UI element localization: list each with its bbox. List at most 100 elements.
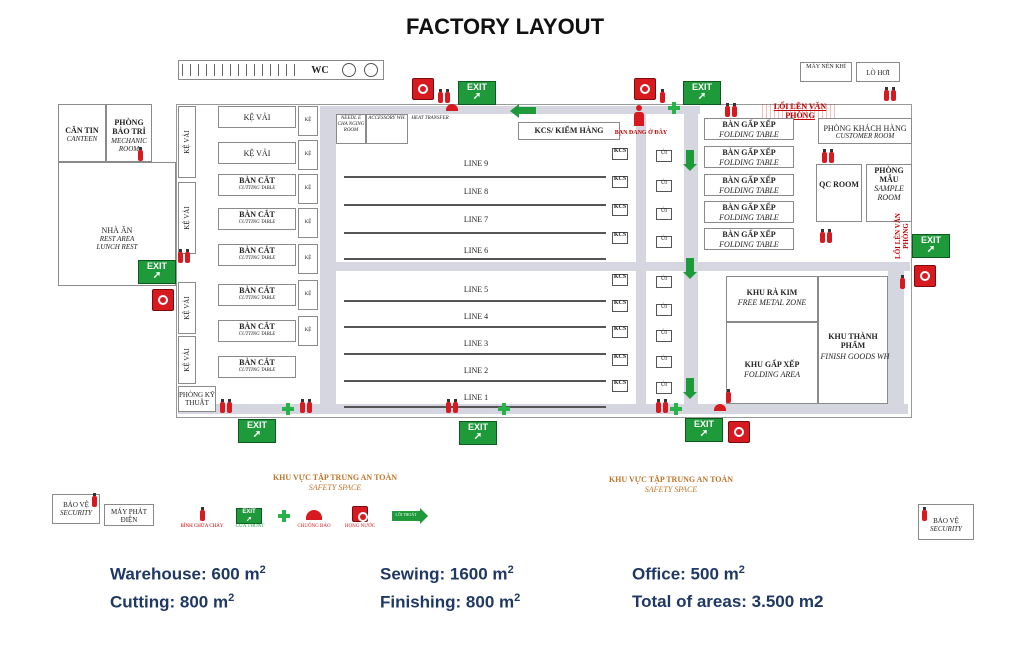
exit-sign: EXIT➚ — [683, 81, 721, 105]
security-en-label: SECURITY — [930, 525, 962, 533]
free-metal-zone — [726, 276, 818, 322]
exit-arrow-icon: ➚ — [926, 244, 936, 255]
ironing-label: ỦI — [660, 208, 668, 214]
customer-room-en-label: CUSTOMER ROOM — [835, 132, 895, 140]
sewing-lines-container: LINE 9 LINE 8 LINE 7 LINE 6 LINE 5 LINE … — [336, 150, 616, 410]
stat-total: Total of areas: 3.500 m2 — [632, 592, 824, 612]
shelf-label: KỆ — [304, 220, 312, 225]
ironing-station — [656, 330, 672, 342]
cutting-table-en-label: CUTTING TABLE — [238, 332, 276, 337]
ironing-station — [656, 356, 672, 368]
aisle-vertical-kcs — [636, 106, 646, 406]
cutting-table — [218, 356, 296, 378]
folding-table-en-label: FOLDING TABLE — [719, 130, 779, 139]
exit-arrow-icon: ➚ — [697, 91, 707, 102]
cutting-table-label: BÀN CẮT — [239, 286, 275, 295]
fire-extinguisher-icon — [446, 399, 451, 413]
folding-table — [704, 174, 794, 196]
exit-arrow-icon: ➚ — [252, 429, 262, 440]
cutting-table-label: BÀN CẮT — [239, 210, 275, 219]
sewing-line — [344, 176, 606, 178]
first-aid-cross-icon — [668, 102, 680, 114]
safety-space-label: KHU VỰC TẬP TRUNG AN TOÀN — [272, 473, 398, 482]
shelf — [298, 174, 318, 204]
exit-sign: EXIT➚ — [238, 419, 276, 443]
folding-table-en-label: FOLDING TABLE — [719, 213, 779, 222]
stat-total-label: Total of areas: 3.500 m2 — [632, 592, 824, 611]
finish-goods-wh — [818, 276, 888, 404]
legend-exit-label: CỬA THOÁT — [235, 524, 265, 529]
shelf — [298, 244, 318, 274]
stat-office-label: Office: 500 m — [632, 564, 739, 584]
legend-exit-arrow-icon — [420, 508, 428, 524]
sewing-line-label: LINE 9 — [463, 159, 489, 168]
legend-alarm-bell-icon — [306, 510, 322, 520]
fire-extinguisher-icon — [822, 149, 827, 163]
lunch-rest-label: NHÀ ĂN — [101, 226, 133, 235]
exit-direction-arrow-icon — [683, 150, 697, 171]
fire-extinguisher-icon — [227, 399, 232, 413]
folding-table — [704, 146, 794, 168]
fabric-rack-label: KỆ VẢI — [182, 296, 191, 320]
cutting-table-en-label: CUTTING TABLE — [238, 296, 276, 301]
stat-warehouse: Warehouse: 600 m2 — [110, 564, 266, 585]
fire-extinguisher-icon — [891, 87, 896, 101]
ironing-label: ỦI — [660, 276, 668, 282]
kcs-label: KCS — [613, 274, 627, 280]
folding-area — [726, 322, 818, 404]
needle-room-label: NEEDL E CHA NGING ROOM — [337, 116, 365, 133]
legend-fire-hose-icon — [352, 506, 368, 522]
fire-extinguisher-icon — [300, 399, 305, 413]
lunch-rest-en-label: LUNCH REST — [96, 243, 138, 251]
exit-direction-arrow-icon — [510, 104, 519, 118]
wc-stalls — [182, 64, 302, 76]
ironing-station — [656, 304, 672, 316]
ironing-label: ỦI — [660, 150, 668, 156]
technical-room-label: PHÒNG KỸ THUẬT — [179, 391, 215, 408]
safety-space-en-label: SAFETY SPACE — [308, 483, 362, 492]
ironing-label: ỦI — [660, 356, 668, 362]
exit-label: EXIT — [693, 419, 714, 429]
fire-hose-icon — [634, 78, 656, 100]
sample-room-label: PHÒNG MẪU — [874, 166, 904, 185]
ironing-station — [656, 180, 672, 192]
legend-exit-arrow-icon — [392, 511, 420, 521]
cutting-table-en-label: CUTTING TABLE — [238, 186, 276, 191]
sewing-line — [344, 258, 606, 260]
folding-table-label: BÀN GẤP XẾP — [722, 230, 776, 239]
stat-unit-sup: 2 — [514, 592, 521, 604]
cutting-table-en-label: CUTTING TABLE — [238, 256, 276, 261]
fire-extinguisher-icon — [307, 399, 312, 413]
fire-extinguisher-icon — [178, 249, 183, 263]
exit-label: EXIT — [146, 261, 167, 271]
accessory-wh — [366, 114, 408, 144]
shelf-label: KỆ — [304, 152, 312, 157]
compressor-label: MÁY NÉN KHÍ — [806, 64, 846, 70]
folding-table-en-label: FOLDING TABLE — [719, 186, 779, 195]
cutting-table-label: BÀN CẮT — [239, 322, 275, 331]
rest-area-label: REST AREA — [99, 235, 135, 243]
fire-extinguisher-icon — [726, 389, 731, 403]
shelf-label: KỆ — [304, 186, 312, 191]
exit-sign: EXIT➚ — [912, 234, 950, 258]
ironing-label: ỦI — [660, 180, 668, 186]
exit-sign: EXIT➚ — [458, 81, 496, 105]
kcs-station — [612, 148, 628, 160]
stat-office: Office: 500 m2 — [632, 564, 745, 585]
shelf-label: KỆ — [304, 292, 312, 297]
kcs-label: KCS — [613, 176, 627, 182]
ironing-label: ỦI — [660, 382, 668, 388]
stat-sewing: Sewing: 1600 m2 — [380, 564, 514, 585]
exit-label: EXIT — [466, 82, 487, 92]
folding-area-en-label: FOLDING AREA — [743, 370, 801, 379]
sewing-line-label: LINE 5 — [463, 285, 489, 294]
fire-extinguisher-icon — [453, 399, 458, 413]
cutting-table — [218, 320, 296, 342]
fire-extinguisher-icon — [660, 89, 665, 103]
kcs-label: KCS — [613, 204, 627, 210]
shelf-label: KỆ — [304, 118, 312, 123]
exit-arrow-icon: ➚ — [152, 270, 162, 281]
customer-room — [818, 118, 912, 144]
security-label: BẢO VỆ — [933, 517, 959, 525]
legend-fire-extinguisher-label: BÌNH CHỮA CHÁY — [180, 524, 224, 529]
